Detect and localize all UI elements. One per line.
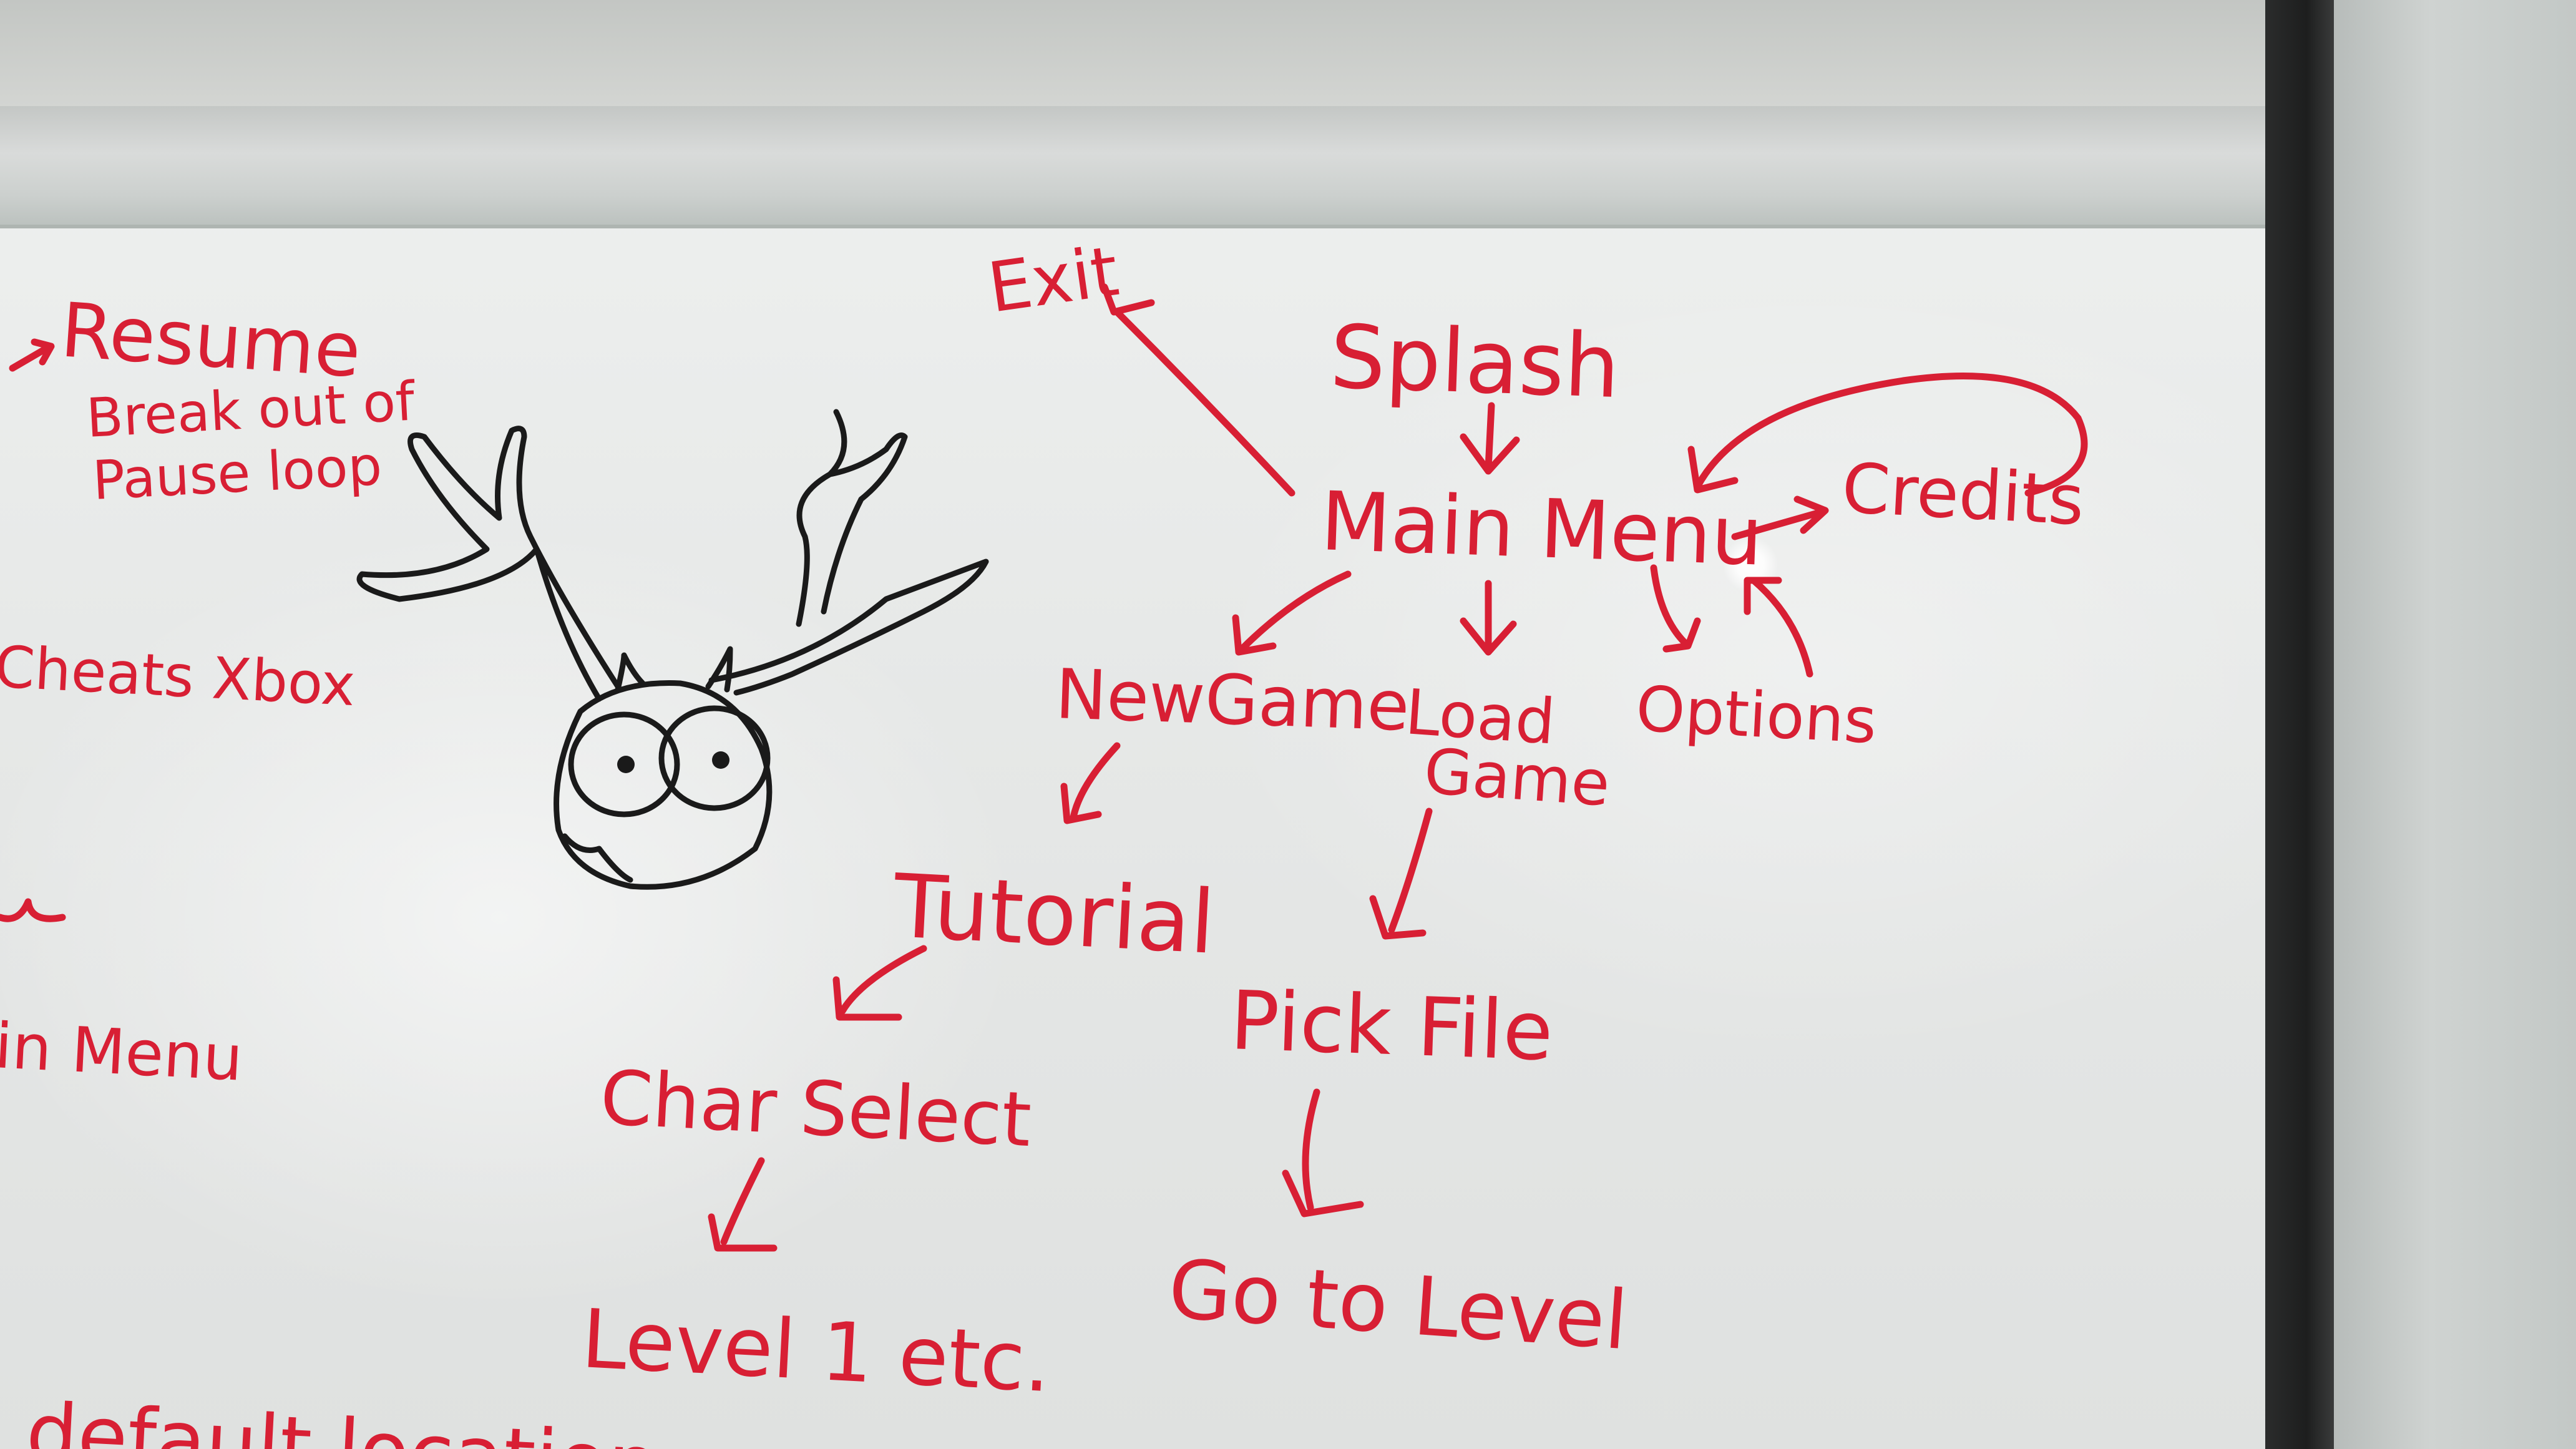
note-cheats: Cheats Xbox	[0, 633, 357, 719]
note-resume: Resume	[58, 287, 364, 394]
node-exit: Exit	[983, 231, 1123, 328]
arrow-credits-to-main	[1687, 373, 2088, 497]
node-new-game: NewGame	[1054, 654, 1411, 746]
arrow-char-to-level1	[708, 1157, 778, 1252]
node-level-1: Level 1 etc.	[579, 1291, 1053, 1410]
node-main-menu: Main Menu	[1319, 474, 1764, 584]
arrow-main-to-load	[1460, 580, 1517, 656]
arrow-newgame-to-tutorial	[1060, 742, 1121, 824]
node-options: Options	[1634, 672, 1878, 758]
arrow-pickfile-to-level	[1282, 1088, 1364, 1217]
node-tutorial: Tutorial	[890, 856, 1217, 974]
arrow-splash-to-main	[1460, 402, 1520, 475]
arrow-load-to-pickfile	[1369, 807, 1433, 940]
whiteboard-rail	[0, 106, 2284, 228]
node-load-game-2: Game	[1422, 734, 1612, 820]
arrow-tutorial-to-char	[832, 945, 927, 1021]
node-load-game-1: Load	[1403, 675, 1557, 758]
node-credits: Credits	[1840, 448, 2086, 540]
wall-top	[0, 0, 2576, 106]
node-go-to-level: Go to Level	[1166, 1241, 1631, 1368]
node-splash: Splash	[1329, 306, 1621, 418]
deer-head-doodle	[356, 409, 989, 890]
whiteboard-frame	[2265, 0, 2334, 1449]
wall-right	[2334, 0, 2576, 1449]
arrow-main-to-newgame	[1232, 570, 1352, 656]
note-bottom-partial: default location	[24, 1385, 661, 1449]
arrow-main-to-options	[1650, 564, 1701, 653]
arrow-options-to-main	[1744, 577, 1813, 678]
node-pick-file: Pick File	[1229, 973, 1554, 1079]
whiteboard-surface	[0, 106, 2284, 1449]
partial-mark	[0, 898, 66, 922]
arrow-main-to-exit	[1101, 283, 1295, 497]
note-main-menu-partial: in Menu	[0, 1009, 245, 1095]
arrow-main-to-credits	[1731, 495, 1829, 540]
note-break-out-2: Pause loop	[91, 435, 384, 512]
resume-arrow	[9, 338, 55, 372]
node-char-select: Char Select	[598, 1055, 1033, 1164]
